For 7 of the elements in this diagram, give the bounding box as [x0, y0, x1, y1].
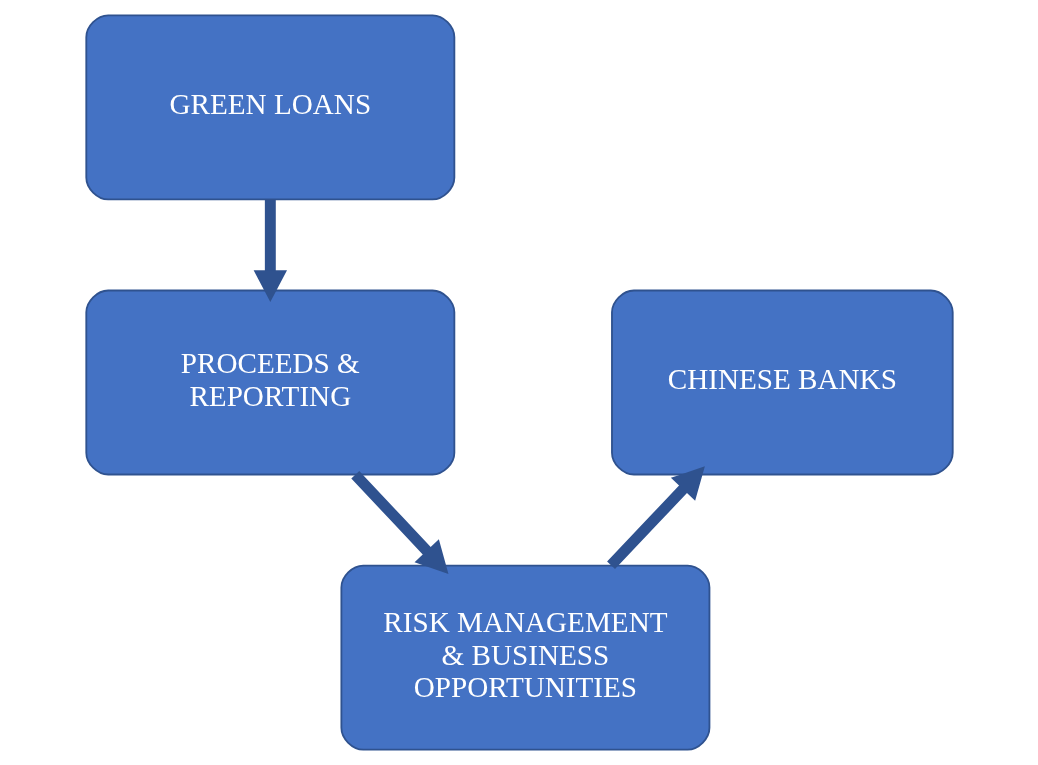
- arrow: [253, 199, 287, 302]
- node-box: RISK MANAGEMENT & BUSINESS OPPORTUNITIES: [339, 564, 710, 751]
- node-box: PROCEEDS & REPORTING: [84, 289, 455, 476]
- node-box: GREEN LOANS: [84, 14, 455, 201]
- node-box: CHINESE BANKS: [610, 289, 954, 476]
- arrow: [350, 470, 448, 574]
- arrow: [606, 466, 705, 570]
